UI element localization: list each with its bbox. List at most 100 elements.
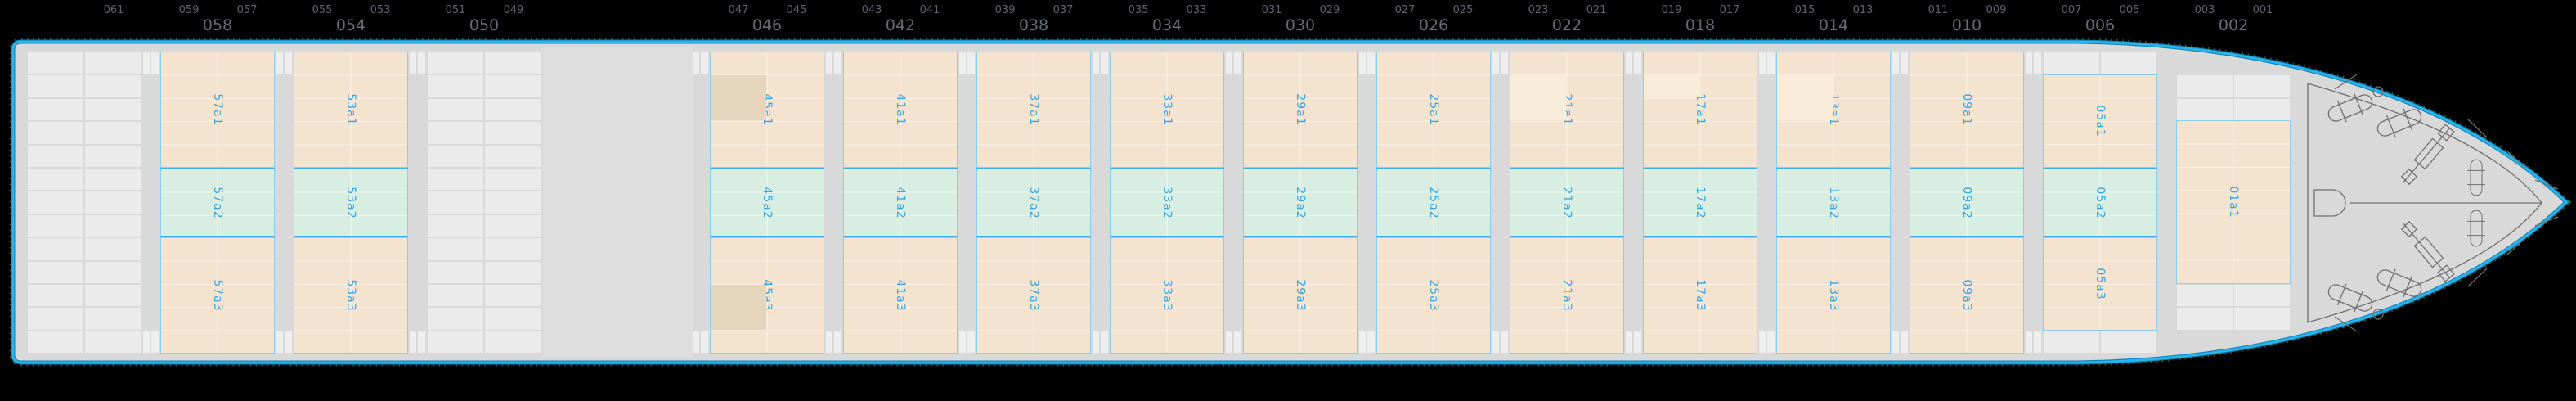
bay-number-even: 054 xyxy=(335,16,366,34)
bay-number-odd: 009 xyxy=(1986,4,2007,16)
bay-number-odd: 019 xyxy=(1661,4,1682,16)
deck-gap-cell xyxy=(1901,52,1908,74)
deck-gap-cell xyxy=(701,331,708,354)
bay-block-37a1[interactable]: 37a1 xyxy=(976,52,1091,168)
deck-cell xyxy=(428,191,483,214)
bay-block-09a2[interactable]: 09a2 xyxy=(1910,168,2024,238)
bay-number-odd: 035 xyxy=(1128,4,1149,16)
bay-block-17a2[interactable]: 17a2 xyxy=(1643,168,1757,238)
bay-block-29a2[interactable]: 29a2 xyxy=(1243,168,1358,238)
deck-cell xyxy=(85,98,141,121)
bay-block-05a3[interactable]: 05a3 xyxy=(2043,237,2157,331)
deck-gap-cell xyxy=(1367,331,1375,354)
deck-gap-cell xyxy=(2026,331,2032,354)
bay-number-even: 014 xyxy=(1818,16,1849,34)
deck-cell xyxy=(2101,331,2156,354)
bay-block-21a3[interactable]: 21a3 xyxy=(1510,237,1624,354)
bay-block-05a2[interactable]: 05a2 xyxy=(2043,168,2157,238)
bay-block-21a2[interactable]: 21a2 xyxy=(1510,168,1624,238)
bay-block-57a2[interactable]: 57a2 xyxy=(160,168,275,238)
deck-cell xyxy=(428,75,483,97)
bay-number-odd: 031 xyxy=(1261,4,1282,16)
bay-number-even: 006 xyxy=(2085,16,2116,34)
bay-block-37a3[interactable]: 37a3 xyxy=(976,237,1091,354)
bay-block-37a2[interactable]: 37a2 xyxy=(976,168,1091,238)
cargo-patch xyxy=(1510,75,1566,121)
deck-cell xyxy=(28,214,83,237)
bay-block-25a1[interactable]: 25a1 xyxy=(1376,52,1491,168)
bay-number-odd: 005 xyxy=(2119,4,2140,16)
bay-block-01a1[interactable]: 01a1 xyxy=(2176,120,2291,284)
bay-number-odd: 001 xyxy=(2252,4,2273,16)
deck-gap-cell xyxy=(2034,52,2041,74)
bay-number-odd: 013 xyxy=(1852,4,1874,16)
deck-cell xyxy=(85,145,141,167)
bay-block-41a3[interactable]: 41a3 xyxy=(843,237,958,354)
bay-block-25a3[interactable]: 25a3 xyxy=(1376,237,1491,354)
deck-cell xyxy=(428,331,483,354)
deck-cell xyxy=(28,122,83,144)
deck-cell xyxy=(485,331,541,354)
deck-gap-cell xyxy=(1892,52,1899,74)
bay-block-33a2[interactable]: 33a2 xyxy=(1110,168,1224,238)
bay-block-29a3[interactable]: 29a3 xyxy=(1243,237,1358,354)
deck-cell xyxy=(428,285,483,307)
deck-gap-cell xyxy=(285,52,292,74)
bay-block-09a3[interactable]: 09a3 xyxy=(1910,237,2024,354)
bay-number-even: 050 xyxy=(469,16,500,34)
deck-gap-cell xyxy=(1626,331,1632,354)
deck-cell xyxy=(28,52,83,74)
bay-block-29a1[interactable]: 29a1 xyxy=(1243,52,1358,168)
bay-number-odd: 045 xyxy=(786,4,807,16)
bay-block-53a3[interactable]: 53a3 xyxy=(294,237,408,354)
deck-cell xyxy=(428,169,483,191)
bay-block-09a1[interactable]: 09a1 xyxy=(1910,52,2024,168)
bay-block-57a1[interactable]: 57a1 xyxy=(160,52,275,168)
deck-cell xyxy=(28,238,83,260)
bay-block-53a1[interactable]: 53a1 xyxy=(294,52,408,168)
bay-block-33a1[interactable]: 33a1 xyxy=(1110,52,1224,168)
bay-block-17a1[interactable]: 17a1 xyxy=(1643,52,1757,168)
bay-block-33a3[interactable]: 33a3 xyxy=(1110,237,1224,354)
bay-block-13a2[interactable]: 13a2 xyxy=(1776,168,1891,238)
deck-gap-cell xyxy=(1901,331,1908,354)
bay-block-21a1[interactable]: 21a1 xyxy=(1510,52,1624,168)
bay-number-odd: 011 xyxy=(1928,4,1949,16)
bay-number-odd: 021 xyxy=(1586,4,1607,16)
deck-gap-cell xyxy=(1093,52,1099,74)
deck-cell xyxy=(28,75,83,97)
deck-gap-cell xyxy=(1892,331,1899,354)
deck-cell xyxy=(85,191,141,214)
bay-block-53a2[interactable]: 53a2 xyxy=(294,168,408,238)
deck-gap-cell xyxy=(285,331,292,354)
bay-number-odd: 061 xyxy=(103,4,124,16)
deck-cell xyxy=(28,169,83,191)
bay-block-45a2[interactable]: 45a2 xyxy=(710,168,824,238)
deck-gap-cell xyxy=(276,331,283,354)
bay-number-odd: 055 xyxy=(312,4,333,16)
bay-block-41a1[interactable]: 41a1 xyxy=(843,52,958,168)
deck-gap-cell xyxy=(143,52,150,74)
deck-gap-cell xyxy=(1226,52,1232,74)
bay-block-05a1[interactable]: 05a1 xyxy=(2043,74,2157,168)
deck-gap-cell xyxy=(693,52,699,74)
bay-number-odd: 017 xyxy=(1719,4,1740,16)
bay-number-even: 018 xyxy=(1685,16,1716,34)
bay-block-17a3[interactable]: 17a3 xyxy=(1643,237,1757,354)
bay-block-13a3[interactable]: 13a3 xyxy=(1776,237,1891,354)
bay-block-25a2[interactable]: 25a2 xyxy=(1376,168,1491,238)
deck-cell xyxy=(28,308,83,330)
deck-gap-cell xyxy=(1093,331,1099,354)
cargo-patch xyxy=(711,75,766,121)
bay-number-odd: 023 xyxy=(1528,4,1549,16)
deck-cell xyxy=(2044,52,2099,74)
bay-block-41a2[interactable]: 41a2 xyxy=(843,168,958,238)
deck-cell xyxy=(485,214,541,237)
bay-number-odd: 037 xyxy=(1052,4,1074,16)
bay-block-57a3[interactable]: 57a3 xyxy=(160,237,275,354)
deck-gap-cell xyxy=(1226,331,1232,354)
bay-block-45a3[interactable]: 45a3 xyxy=(710,237,824,354)
deck-gap-cell xyxy=(410,331,416,354)
